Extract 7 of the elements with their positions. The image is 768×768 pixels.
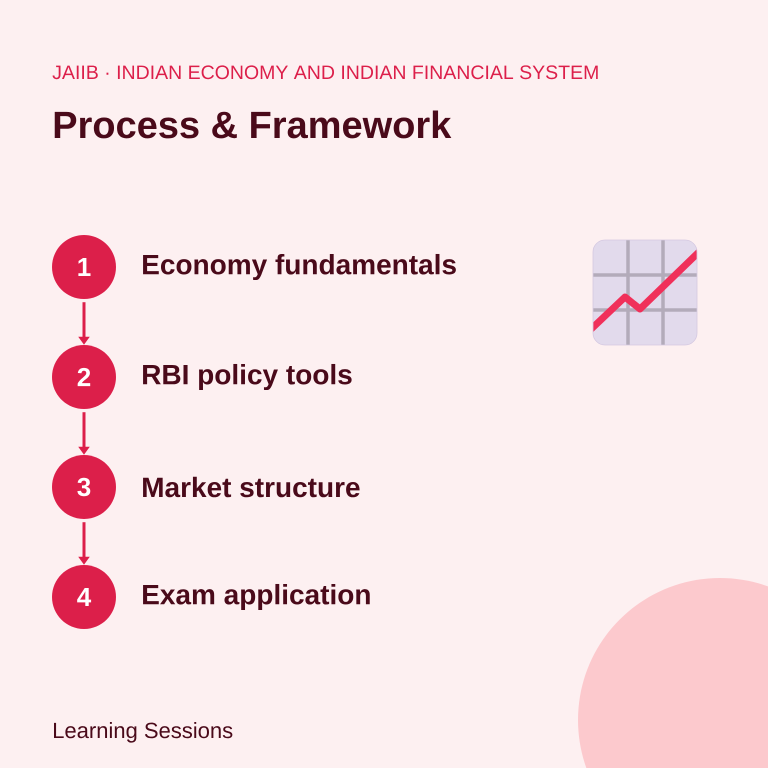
subtitle: JAIIB · INDIAN ECONOMY AND INDIAN FINANCIAL SYSTEM xyxy=(52,65,598,80)
step-label: Market structure xyxy=(143,476,360,498)
step-label: Economy fundamentals xyxy=(143,254,456,280)
step-label: RBI policy tools xyxy=(143,364,352,390)
footer-text: Learning Sessions xyxy=(54,722,232,743)
step-label: Exam application xyxy=(143,584,370,610)
heading: Process & Framework xyxy=(54,110,452,138)
